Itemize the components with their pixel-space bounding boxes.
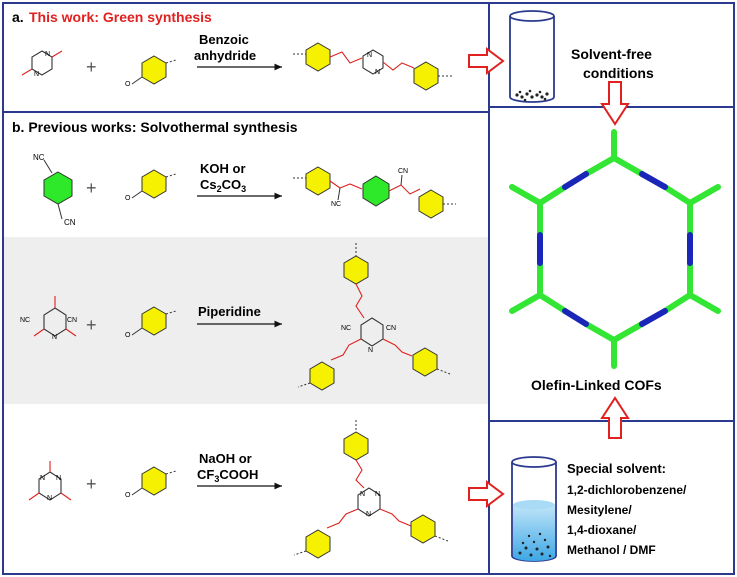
reagent-piperidine: Piperidine xyxy=(198,304,261,319)
solvent-free-line1: Solvent-free xyxy=(571,46,652,62)
o-label: O xyxy=(125,492,131,499)
cof-label: Olefin-Linked COFs xyxy=(531,377,662,393)
n-label: N xyxy=(375,69,380,76)
aldehyde-molecule xyxy=(131,306,177,336)
olefin-linked-cof-framework xyxy=(509,129,721,369)
special-solvent-title: Special solvent: xyxy=(567,461,666,476)
plus-sign: + xyxy=(86,178,97,198)
red-arrow-up xyxy=(600,396,630,439)
reagent-naoh: NaOH or xyxy=(199,451,252,466)
product-b3-molecule xyxy=(293,420,449,559)
aldehyde-molecule xyxy=(131,466,177,496)
n-label: N xyxy=(368,347,373,354)
solvent-item: Mesitylene/ xyxy=(567,503,632,517)
n-label: N xyxy=(366,511,371,518)
section-a-title: This work: Green synthesis xyxy=(29,9,212,25)
reagent-benzoic: Benzoic xyxy=(199,32,249,47)
special-solvent-vial-icon xyxy=(511,456,557,562)
n-label: N xyxy=(52,334,57,341)
trimethyltriazine-molecule xyxy=(28,461,72,501)
nc-label: NC xyxy=(20,317,30,324)
product-b2-molecule xyxy=(297,243,451,391)
plus-sign: + xyxy=(86,315,97,335)
cn-label: CN xyxy=(64,218,76,227)
o-label: O xyxy=(125,195,131,202)
nc-label: NC xyxy=(331,201,341,208)
product-b1-molecule xyxy=(293,166,456,219)
n-label: N xyxy=(45,51,50,58)
red-arrow-right xyxy=(468,480,505,508)
nc-label: NC xyxy=(341,325,351,332)
section-a-letter: a. xyxy=(12,9,24,25)
o-label: O xyxy=(125,81,131,88)
plus-sign: + xyxy=(86,57,97,77)
plus-sign: + xyxy=(86,474,97,494)
n-label: N xyxy=(375,491,380,498)
product-a-molecule xyxy=(293,42,452,91)
dicyano-trimethylpyridine-molecule xyxy=(33,296,77,337)
cn-label: CN xyxy=(386,325,396,332)
solvent-item: Methanol / DMF xyxy=(567,543,656,557)
cn-label: CN xyxy=(67,317,77,324)
n-label: N xyxy=(367,52,372,59)
solvent-item: 1,2-dichlorobenzene/ xyxy=(567,483,687,497)
n-label: N xyxy=(56,475,61,482)
red-arrow-right xyxy=(468,47,505,75)
cn-label: CN xyxy=(398,168,408,175)
n-label: N xyxy=(47,495,52,502)
reagent-cf3cooh: CF3COOH xyxy=(197,467,258,484)
solvent-free-vial-icon xyxy=(509,10,555,103)
o-label: O xyxy=(125,332,131,339)
n-label: N xyxy=(360,491,365,498)
aldehyde-molecule xyxy=(131,169,177,199)
reagent-koh: KOH or xyxy=(200,161,246,176)
n-label: N xyxy=(40,475,45,482)
n-label: N xyxy=(34,71,39,78)
reagent-anhydride: anhydride xyxy=(194,48,256,63)
section-b-title: b. Previous works: Solvothermal synthesi… xyxy=(12,119,298,135)
red-arrow-down xyxy=(600,81,630,126)
nc-label: NC xyxy=(33,153,45,162)
solvent-item: 1,4-dioxane/ xyxy=(567,523,637,537)
reagent-cs2co3: Cs2CO3 xyxy=(200,177,246,194)
piperidine-row-background xyxy=(4,237,489,404)
aldehyde-molecule xyxy=(131,55,177,85)
solvent-free-line2: conditions xyxy=(583,65,654,81)
bis-cyanomethyl-benzene-molecule xyxy=(43,159,73,220)
dimethylpyrazine-molecule xyxy=(21,50,63,76)
